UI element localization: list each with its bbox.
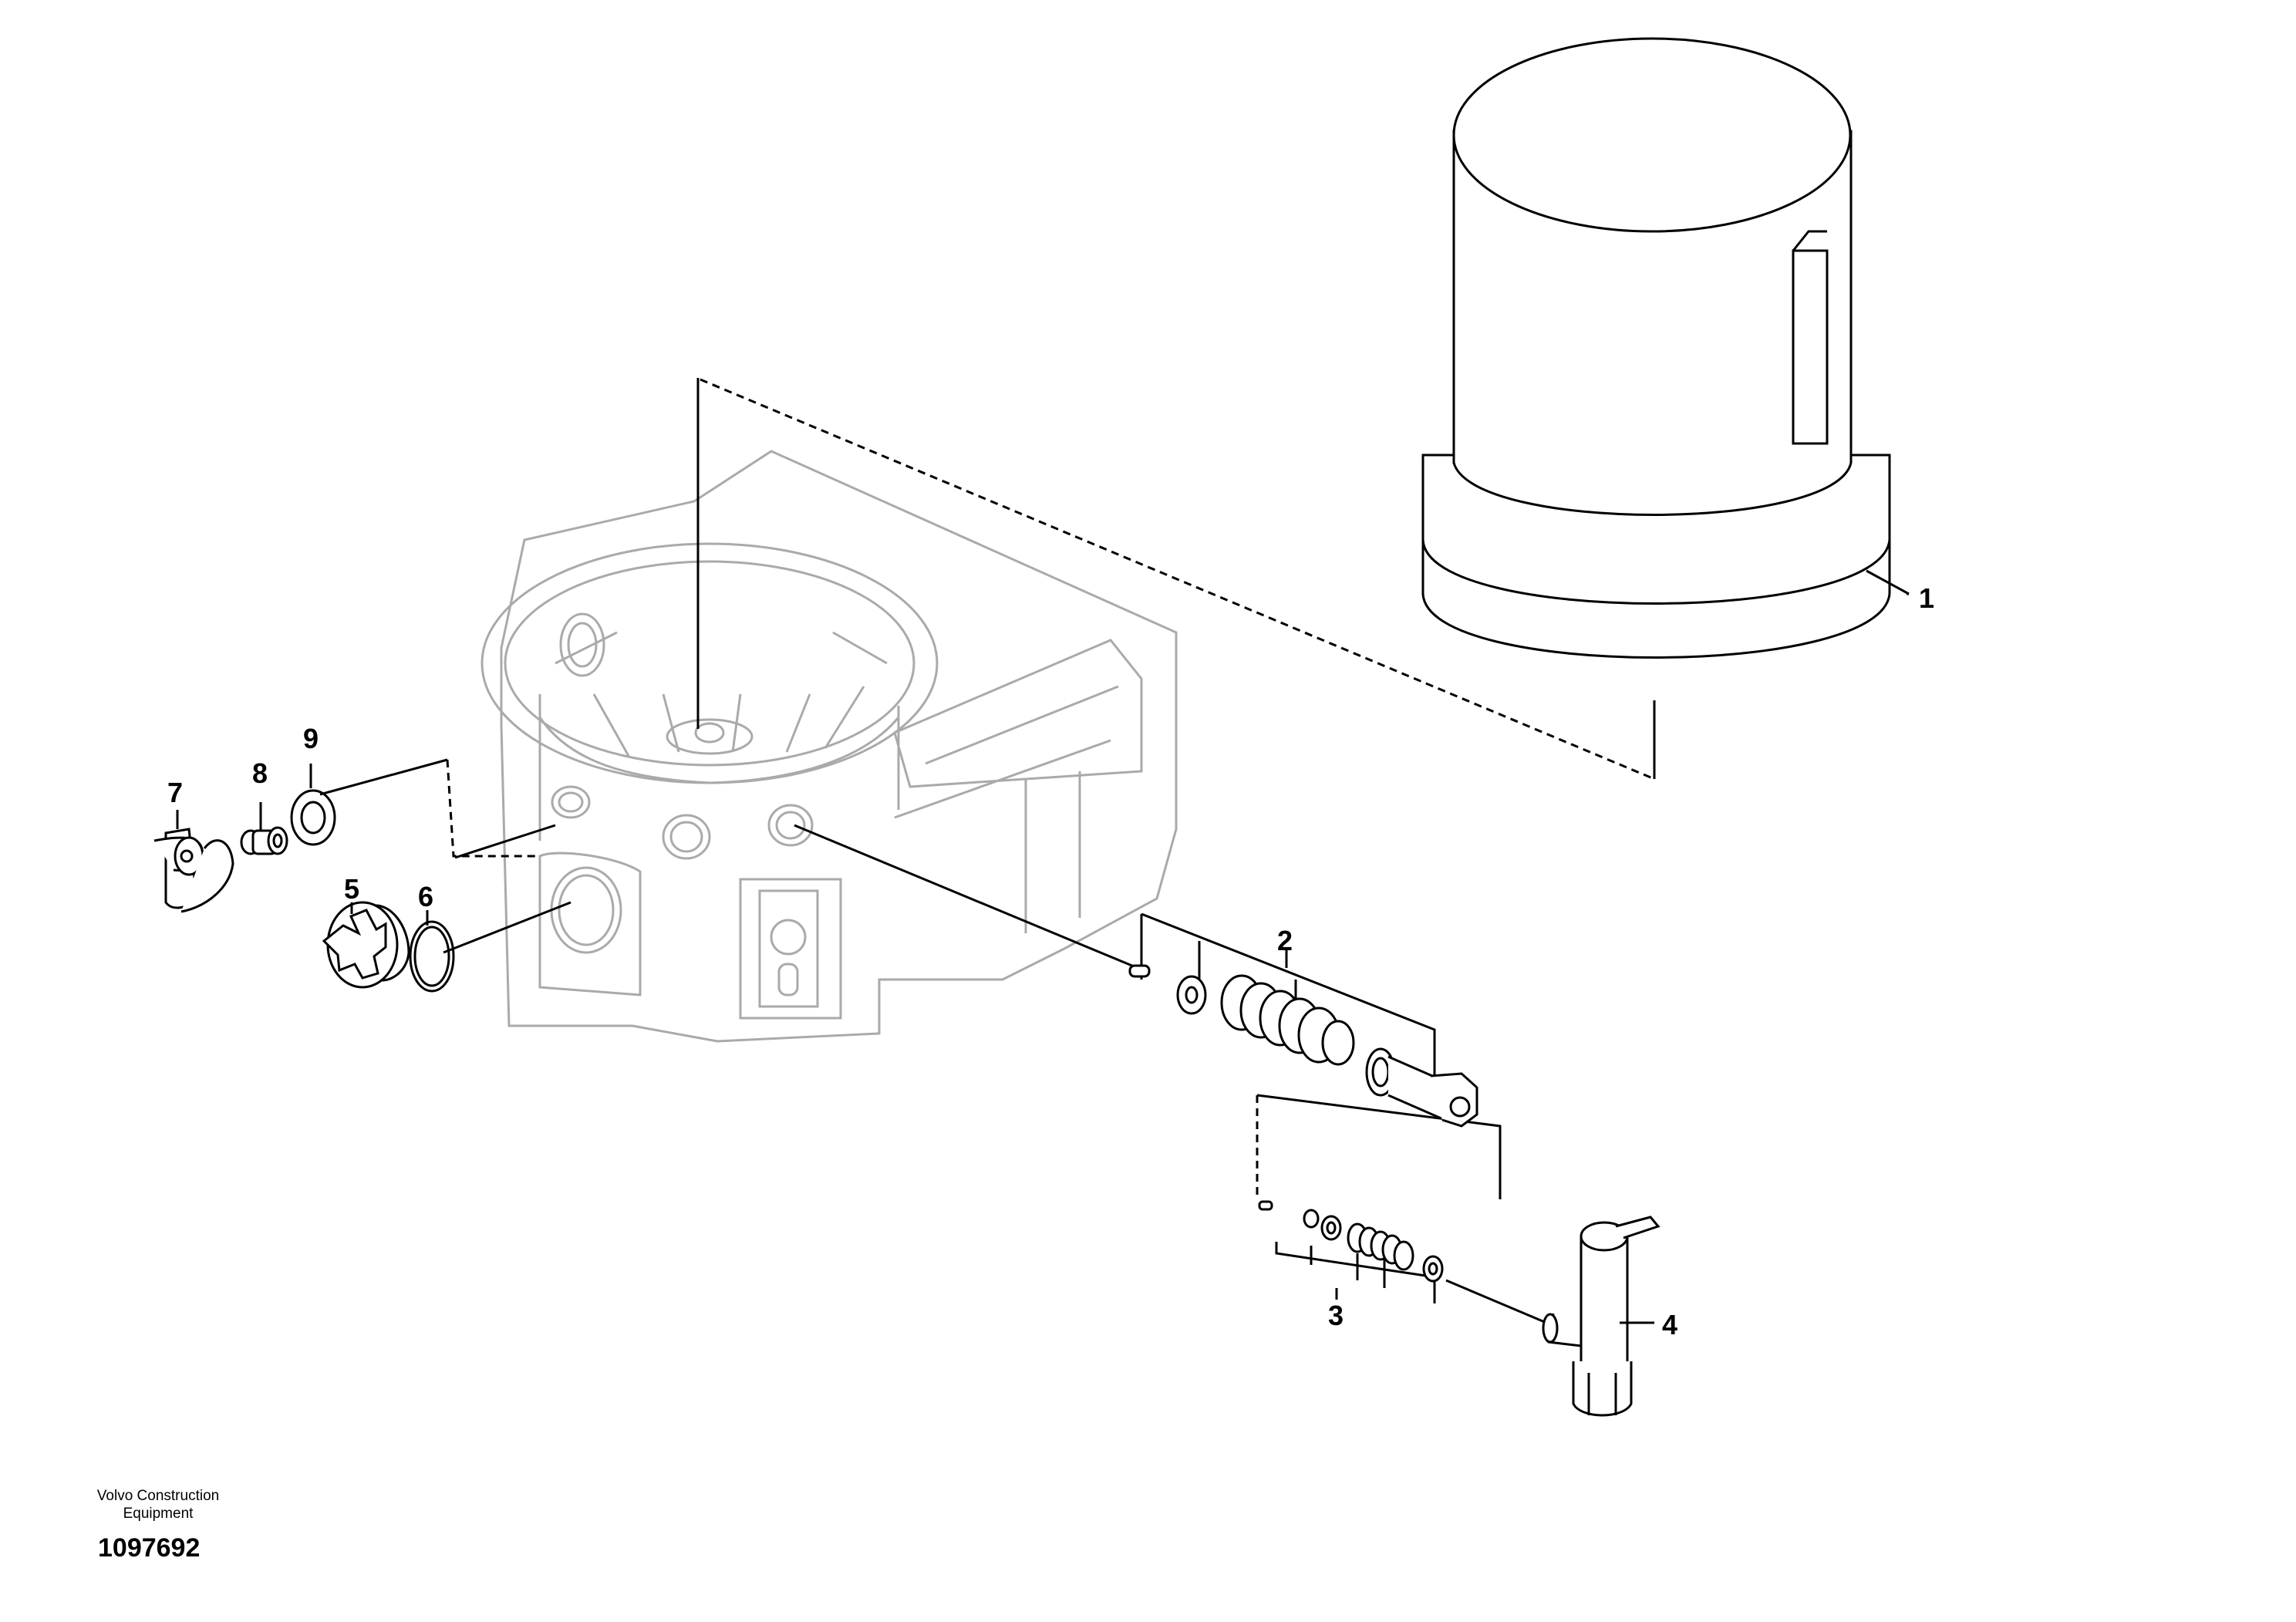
plug [322, 901, 410, 989]
drawing-number: 1097692 [98, 1533, 201, 1563]
callout-6: 6 [418, 881, 433, 912]
drain-valve [1542, 1216, 1660, 1417]
housing [480, 450, 1178, 1043]
callout-8: 8 [252, 757, 268, 789]
callout-4: 4 [1662, 1309, 1677, 1340]
callout-2: 2 [1277, 925, 1293, 956]
callout-7: 7 [167, 777, 183, 808]
callout-5: 5 [344, 873, 359, 905]
small-valve-kit [1258, 1200, 1444, 1283]
callout-9: 9 [303, 723, 319, 754]
publisher-credit: Volvo Construction Equipment [77, 1487, 239, 1523]
filter-cartridge [1421, 37, 1891, 659]
callout-1: 1 [1919, 582, 1934, 614]
publisher-credit-line2: Equipment [123, 1506, 194, 1522]
spring-valve [1128, 964, 1478, 1128]
publisher-credit-line1: Volvo Construction [96, 1488, 220, 1504]
washer [290, 789, 336, 846]
callout-3: 3 [1328, 1300, 1344, 1331]
callout-pointers [176, 592, 1909, 1324]
nipple [240, 826, 288, 855]
o-ring [409, 920, 455, 993]
cap [153, 828, 234, 913]
